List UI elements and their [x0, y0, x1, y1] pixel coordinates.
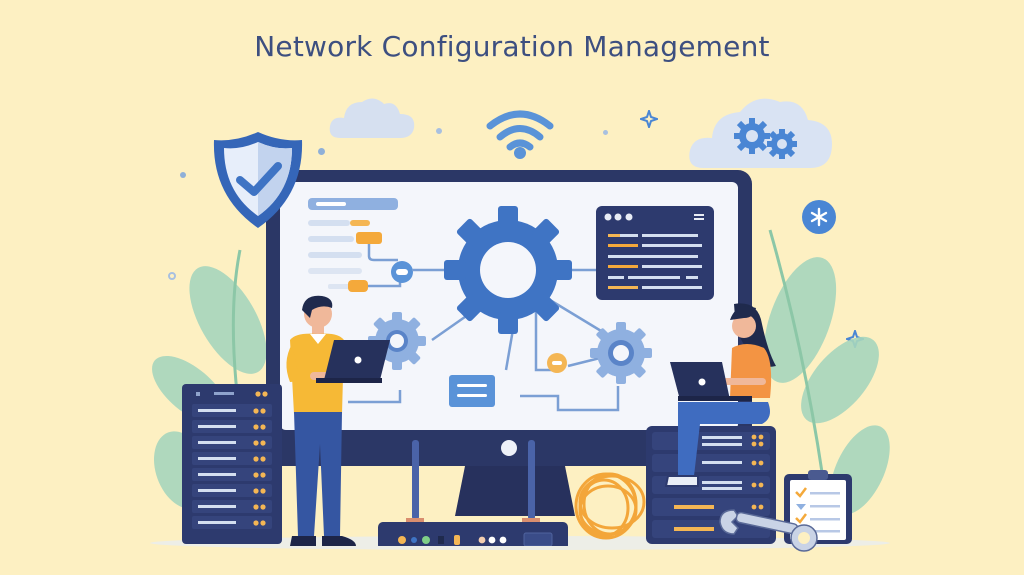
- config-card-icon: [449, 375, 495, 407]
- monitor-stand: [455, 466, 575, 516]
- server-rack-icon: [182, 384, 282, 544]
- power-button-icon: [501, 440, 517, 456]
- wrench-icon: [716, 508, 820, 554]
- settings-list-icon: [308, 198, 428, 298]
- cloud-icon: [326, 92, 418, 140]
- person-with-laptop-icon: [276, 292, 396, 552]
- gear-badge-icon: [800, 198, 838, 236]
- dot-decoration: [436, 128, 442, 134]
- dot-decoration: [603, 130, 608, 135]
- node-icon: [390, 260, 414, 284]
- cable-coil-icon: [566, 462, 650, 542]
- wifi-icon: [484, 106, 556, 160]
- dot-decoration: [180, 172, 186, 178]
- gear-icon: [440, 202, 576, 338]
- code-window-icon: [596, 206, 714, 300]
- dot-decoration: [168, 272, 176, 280]
- cloud-gears-icon: [686, 92, 836, 172]
- page-title: Network Configuration Management: [254, 30, 770, 63]
- shield-check-icon: [210, 130, 306, 230]
- dot-decoration: [318, 148, 325, 155]
- gear-icon: [588, 320, 654, 386]
- node-icon: [546, 352, 568, 374]
- router-icon: [378, 440, 570, 546]
- sparkle-icon: [640, 110, 658, 128]
- person-with-laptop-icon: [664, 300, 784, 496]
- server-stack-icon: [646, 426, 776, 544]
